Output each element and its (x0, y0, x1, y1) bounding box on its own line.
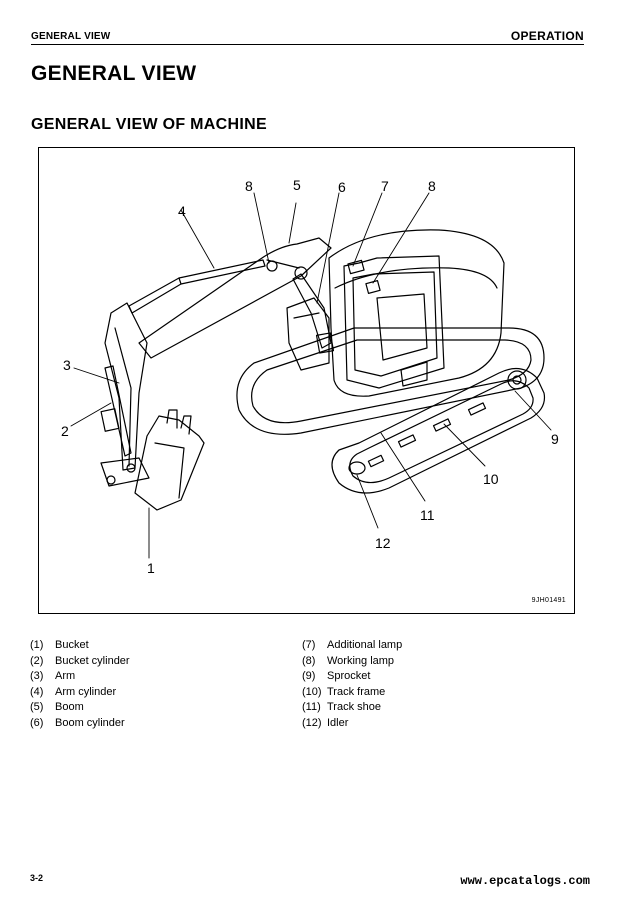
boom (138, 237, 332, 359)
legend-item: (12)Idler (302, 716, 349, 729)
callout-11: 11 (420, 507, 435, 523)
figure-code: 9JH01491 (531, 597, 566, 604)
upper-structure (328, 229, 505, 397)
rear-track (236, 327, 545, 435)
callout-5: 5 (293, 177, 301, 193)
callout-12: 12 (375, 535, 391, 551)
callout-10: 10 (483, 471, 499, 487)
page-number: 3-2 (30, 873, 44, 883)
excavator-illustration: 1 2 3 4 5 6 7 8 8 9 10 11 12 (61, 177, 559, 576)
legend-item: (5)Boom (30, 701, 84, 713)
legend-item: (7)Additional lamp (302, 639, 403, 651)
additional-lamp (347, 259, 365, 275)
parts-legend-left: (1)Bucket (2)Bucket cylinder (3)Arm (4)A… (30, 638, 130, 731)
page-title: GENERAL VIEW (31, 62, 197, 85)
legend-item: (11)Track shoe (302, 701, 382, 713)
cab (343, 255, 445, 389)
legend-item: (3)Arm (30, 670, 76, 682)
legend-item: (2)Bucket cylinder (30, 654, 130, 667)
legend-item: (10)Track frame (302, 685, 386, 698)
machine-illustration-frame: 1 2 3 4 5 6 7 8 8 9 10 11 12 9JH01491 (38, 147, 575, 614)
callout-6: 6 (338, 179, 346, 195)
front-track (331, 367, 546, 494)
legend-item: (9)Sprocket (302, 670, 371, 682)
callout-2: 2 (61, 423, 69, 439)
legend-item: (1)Bucket (30, 639, 89, 651)
bucket (134, 415, 205, 511)
callout-4: 4 (178, 203, 186, 219)
parts-legend-right: (7)Additional lamp (8)Working lamp (9)Sp… (302, 638, 402, 731)
callout-3: 3 (63, 357, 71, 373)
legend-item: (4)Arm cylinder (30, 685, 117, 698)
callout-1: 1 (147, 560, 155, 576)
arm-cylinder (128, 277, 182, 314)
idler (348, 461, 366, 475)
header-divider (31, 44, 584, 45)
working-lamp-cab (365, 280, 381, 294)
header-section-title: GENERAL VIEW (31, 31, 111, 42)
callout-8-right: 8 (428, 178, 436, 194)
boom-cylinder (292, 273, 332, 349)
arm (104, 302, 148, 471)
callout-7: 7 (381, 178, 389, 194)
callout-9: 9 (551, 431, 559, 447)
header-chapter-title: OPERATION (510, 29, 584, 43)
section-subtitle: GENERAL VIEW OF MACHINE (31, 116, 267, 133)
legend-item: (8)Working lamp (302, 654, 395, 667)
watermark-url[interactable]: www.epcatalogs.com (460, 874, 590, 888)
callout-8-left: 8 (245, 178, 253, 194)
sprocket (507, 370, 527, 390)
legend-item: (6)Boom cylinder (30, 716, 125, 729)
